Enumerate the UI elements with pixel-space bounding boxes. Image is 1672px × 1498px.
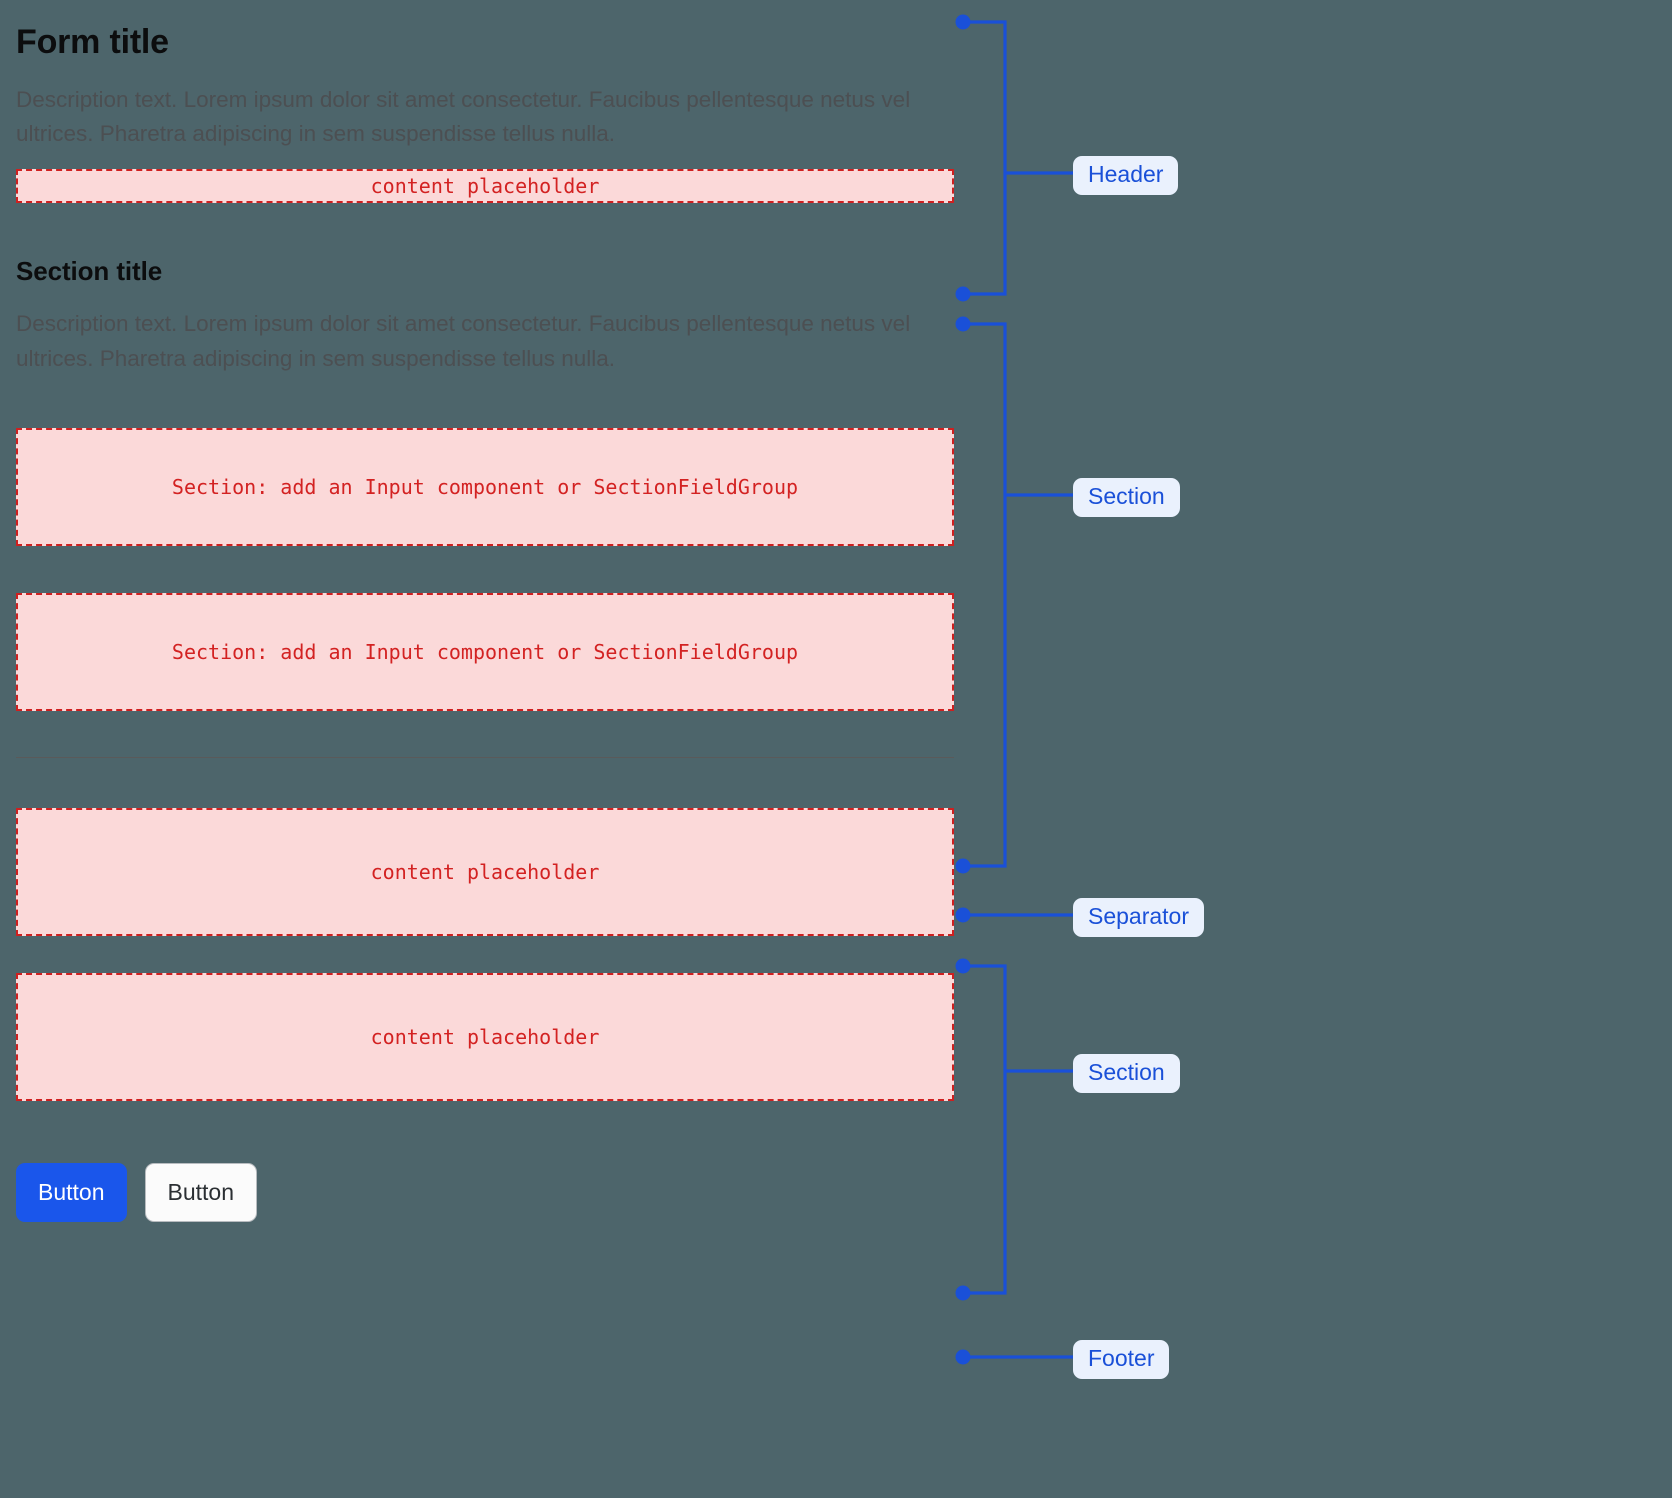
annotation-badge-footer[interactable]: Footer (1073, 1340, 1170, 1380)
anchor-dot-section-two-top (955, 958, 971, 974)
page-title: Form title (16, 23, 169, 61)
header-content-placeholder: content placeholder (16, 169, 954, 204)
section-two-placeholder-1: content placeholder (16, 807, 954, 936)
section-two-placeholder-label-2: content placeholder (370, 1024, 600, 1049)
form-section-one: Section title Description text. Lorem ip… (16, 256, 954, 711)
primary-button[interactable]: Button (16, 1162, 127, 1222)
annotation-badge-separator[interactable]: Separator (1073, 898, 1205, 938)
anchor-dot-separator (955, 907, 971, 923)
form-header: Form title Description text. Lorem ipsum… (16, 22, 954, 204)
section-description: Description text. Lorem ipsum dolor sit … (16, 311, 911, 371)
section-two-bracket (963, 964, 1007, 1295)
annotation-badge-header[interactable]: Header (1073, 156, 1179, 196)
annotation-badge-section-two[interactable]: Section (1073, 1054, 1180, 1094)
anchor-dot-header-bottom (955, 286, 971, 302)
section-placeholder-label-2: Section: add an Input component or Secti… (171, 639, 799, 664)
anchor-dot-section-two-bottom (955, 1285, 971, 1301)
section-two-placeholder-2: content placeholder (16, 972, 954, 1101)
annotation-badge-section-one[interactable]: Section (1073, 478, 1180, 518)
section-one-bracket (963, 322, 1007, 868)
form-footer: Button Button (16, 1162, 954, 1222)
form-content-column: Form title Description text. Lorem ipsum… (16, 0, 954, 1222)
section-two-placeholder-label-1: content placeholder (370, 859, 600, 884)
form-section-two: content placeholder content placeholder (16, 807, 954, 1101)
section-field-placeholder-1: Section: add an Input component or Secti… (16, 427, 954, 546)
anchor-dot-footer (955, 1349, 971, 1365)
header-placeholder-label: content placeholder (370, 174, 600, 199)
anchor-dot-section-one-top (955, 316, 971, 332)
secondary-button[interactable]: Button (144, 1162, 257, 1222)
anchor-dot-section-one-bottom (955, 858, 971, 874)
section-placeholder-label-1: Section: add an Input component or Secti… (171, 474, 799, 499)
header-bracket (963, 20, 1007, 296)
separator-rule (16, 756, 954, 758)
section-title: Section title (16, 256, 163, 287)
header-description: Description text. Lorem ipsum dolor sit … (16, 86, 911, 146)
annotation-anchor-dots (955, 14, 971, 1365)
anchor-dot-header-top (955, 14, 971, 30)
section-field-placeholder-2: Section: add an Input component or Secti… (16, 592, 954, 711)
